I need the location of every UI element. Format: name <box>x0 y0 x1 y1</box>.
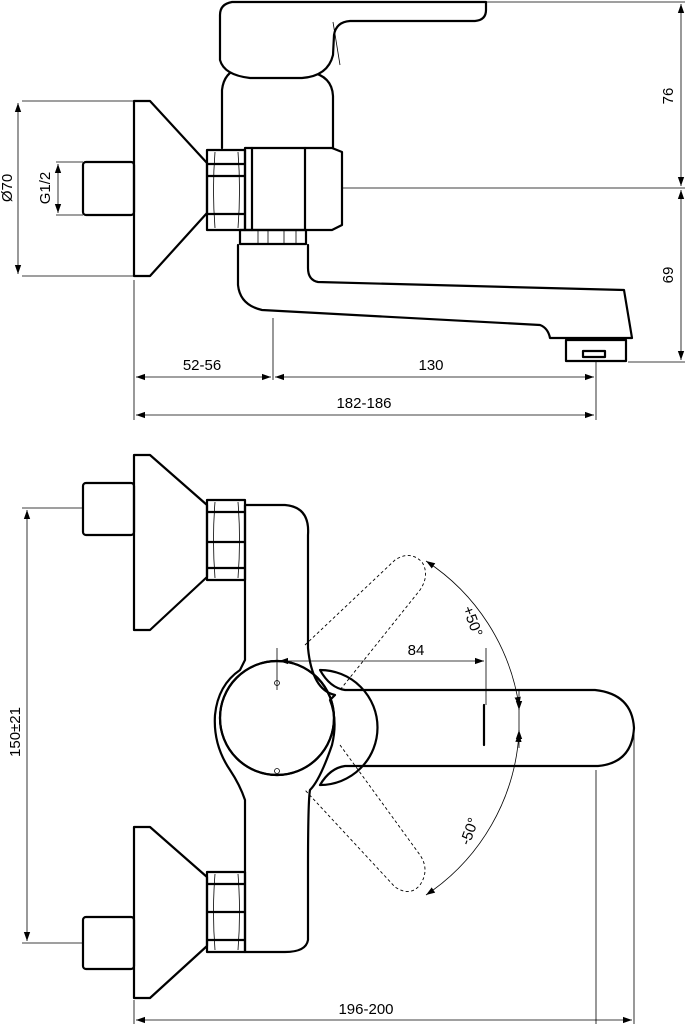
cartridge-housing <box>220 66 335 150</box>
dim-thread: G1/2 <box>37 172 54 205</box>
side-view: 76 69 Ø70 G1/2 52-56 130 182-186 <box>0 0 685 420</box>
front-body <box>213 503 337 954</box>
spout <box>236 243 634 340</box>
dim-lever-length: 84 <box>408 642 425 659</box>
dim-height-lower: 69 <box>660 267 677 284</box>
front-view: +50° -50° 84 150±21 196-200 <box>7 453 636 1024</box>
dim-diameter: Ø70 <box>0 174 16 202</box>
aerator <box>564 338 628 363</box>
lever-position-minus50 <box>304 744 426 892</box>
dim-angle-minus: -50° <box>457 816 482 848</box>
lower-inlet <box>81 915 136 971</box>
wall-rosette <box>132 99 209 278</box>
dim-spout-reach: 130 <box>418 357 443 374</box>
dim-total-projection: 182-186 <box>336 395 391 412</box>
dim-total-width: 196-200 <box>338 1001 393 1018</box>
dim-angle-plus: +50° <box>459 604 486 639</box>
inlet-pipe <box>81 160 136 217</box>
dim-height-upper: 76 <box>660 88 677 105</box>
lever-handle <box>218 0 488 80</box>
front-lever <box>318 668 636 787</box>
dim-center-distance: 150±21 <box>7 707 24 757</box>
spout-collar <box>238 228 308 246</box>
lever-position-plus50 <box>304 555 426 691</box>
upper-inlet <box>81 481 136 537</box>
dim-wall-to-axis: 52-56 <box>183 357 221 374</box>
mixer-body <box>243 146 344 232</box>
lower-rosette <box>132 825 209 1000</box>
upper-rosette <box>132 453 209 632</box>
